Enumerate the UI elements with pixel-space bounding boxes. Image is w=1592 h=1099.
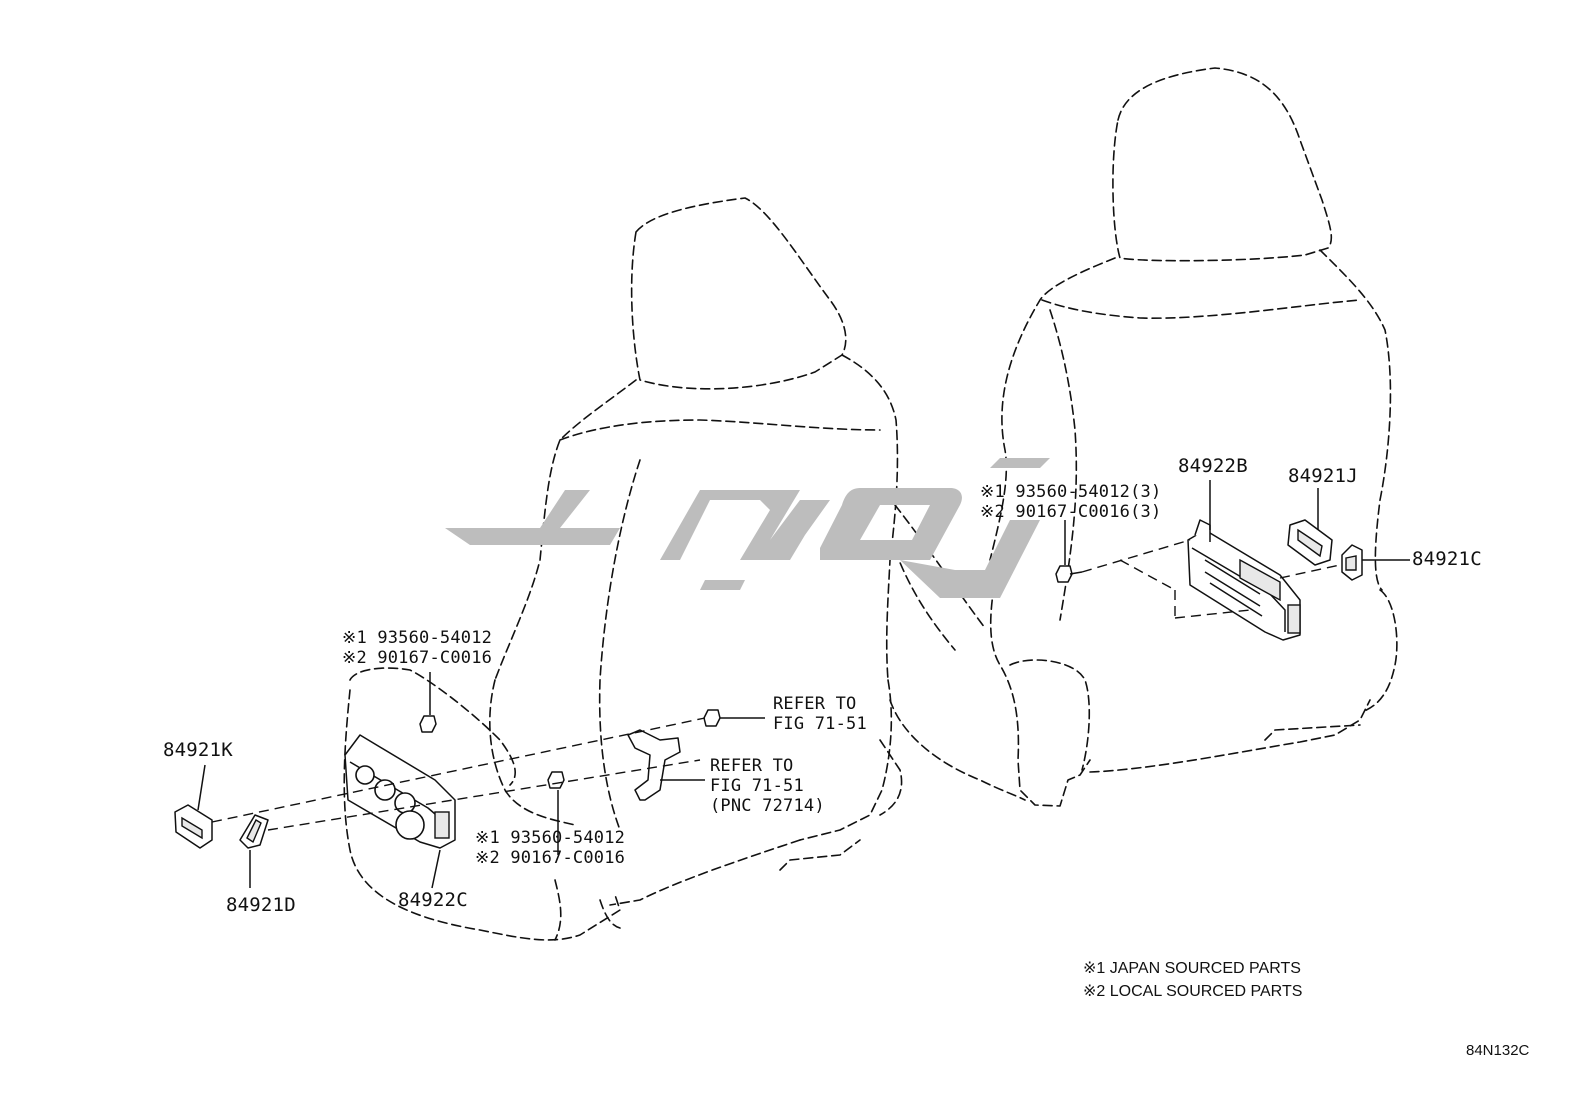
label-84921J: 84921J	[1288, 465, 1358, 487]
cover-84921K	[174, 804, 213, 849]
bracket-refer	[627, 729, 681, 801]
note-local-sourced: ※2 LOCAL SOURCED PARTS	[1083, 983, 1303, 1000]
label-bolt-left-bottom-local: ※2 90167-C0016	[475, 848, 626, 868]
left-leader-lines	[197, 672, 765, 889]
knob-84921D	[239, 814, 269, 849]
label-bolt-left-top-japan: ※1 93560-54012	[342, 628, 493, 648]
right-leader-lines	[1064, 480, 1410, 619]
label-refer-a-line2: FIG 71-51	[773, 714, 867, 734]
label-refer-b-line2: FIG 71-51	[710, 776, 804, 796]
label-84921D: 84921D	[226, 894, 296, 916]
label-refer-a-line1: REFER TO	[773, 694, 857, 714]
note-japan-sourced: ※1 JAPAN SOURCED PARTS	[1083, 960, 1301, 977]
label-refer-b-line1: REFER TO	[710, 756, 794, 776]
label-bolt-left-top-local: ※2 90167-C0016	[342, 648, 493, 668]
label-bolt-right-japan: ※1 93560-54012(3)	[980, 482, 1162, 502]
right-seat-outline	[889, 67, 1398, 807]
cover-84921J	[1287, 519, 1333, 566]
label-bolt-right-local: ※2 90167-C0016(3)	[980, 502, 1162, 522]
knob-84921C	[1341, 544, 1363, 581]
left-seat-outline	[343, 197, 903, 941]
bolt-left-bottom	[547, 771, 565, 789]
switch-84922B	[1187, 519, 1301, 641]
label-84921C: 84921C	[1412, 548, 1482, 570]
label-84921K: 84921K	[163, 739, 233, 761]
figure-code: 84N132C	[1466, 1042, 1530, 1059]
label-refer-b-line3: (PNC 72714)	[710, 796, 825, 816]
switch-84922C	[344, 734, 456, 849]
watermark-logo	[445, 458, 1050, 598]
label-bolt-left-bottom-japan: ※1 93560-54012	[475, 828, 626, 848]
bolt-right	[1055, 565, 1083, 583]
bolt-refer	[703, 709, 721, 727]
watermark	[440, 458, 1052, 608]
bolt-left-top	[419, 715, 437, 733]
label-84922C: 84922C	[398, 889, 468, 911]
label-84922B: 84922B	[1178, 455, 1248, 477]
